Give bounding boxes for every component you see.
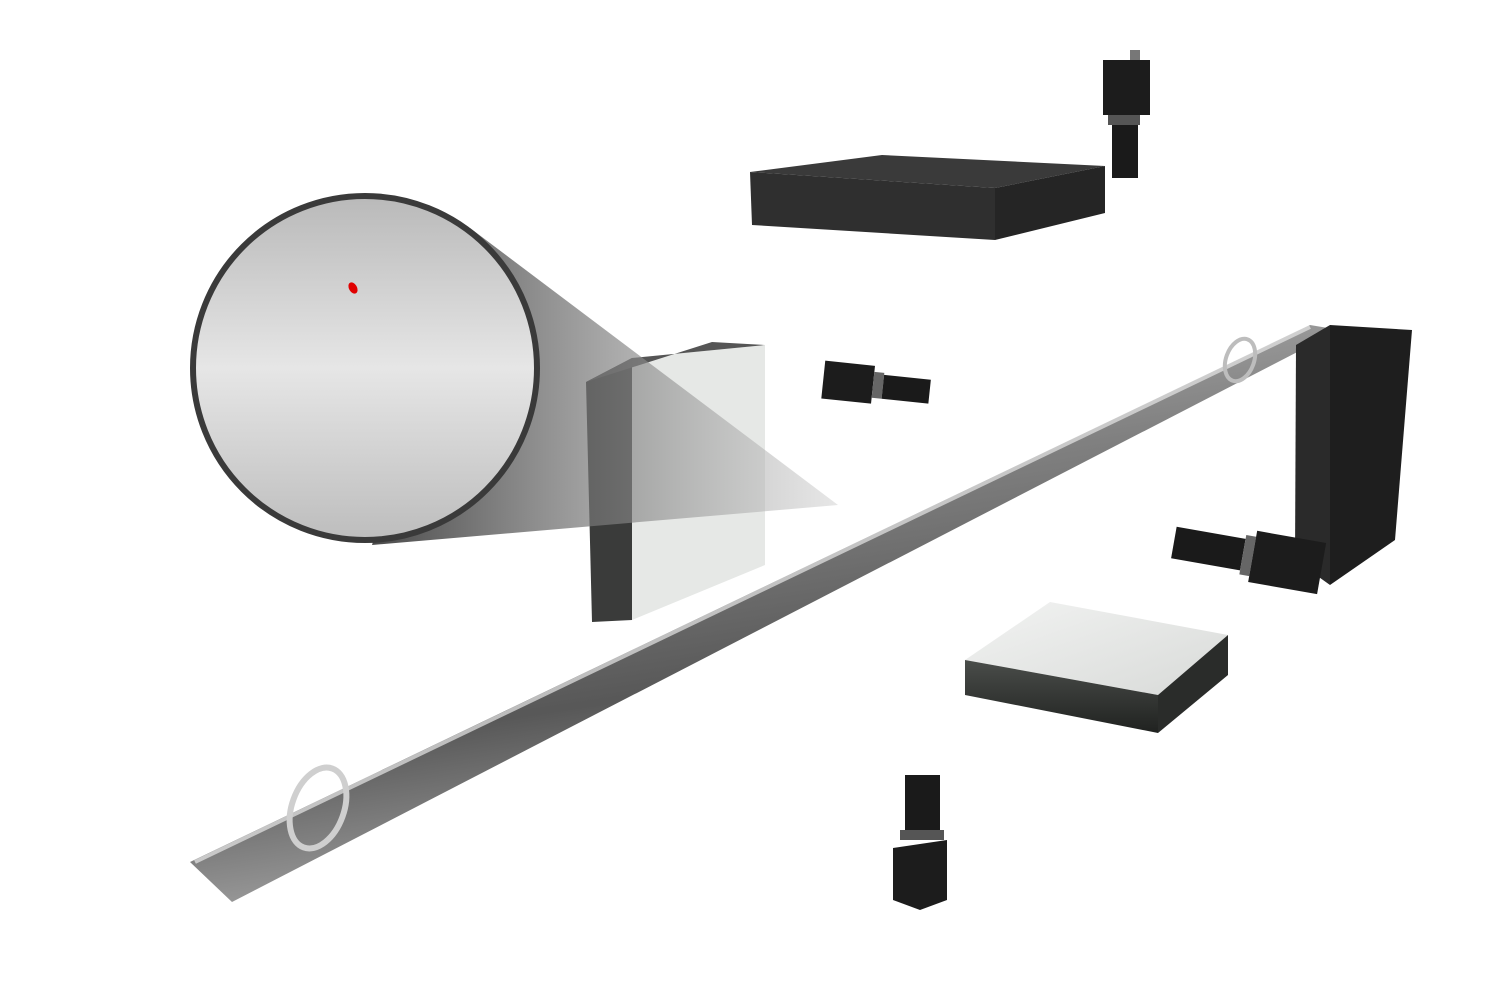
side-light-box — [1295, 325, 1412, 585]
bottom-light-box — [965, 602, 1228, 733]
magnified-view — [190, 193, 540, 543]
camera-right — [1171, 526, 1327, 595]
defect-dot — [348, 282, 358, 294]
camera-middle — [821, 360, 931, 404]
transparent-tube — [190, 325, 1340, 902]
top-light-box — [750, 155, 1105, 240]
camera-top — [1103, 50, 1150, 178]
camera-bottom — [893, 775, 947, 910]
